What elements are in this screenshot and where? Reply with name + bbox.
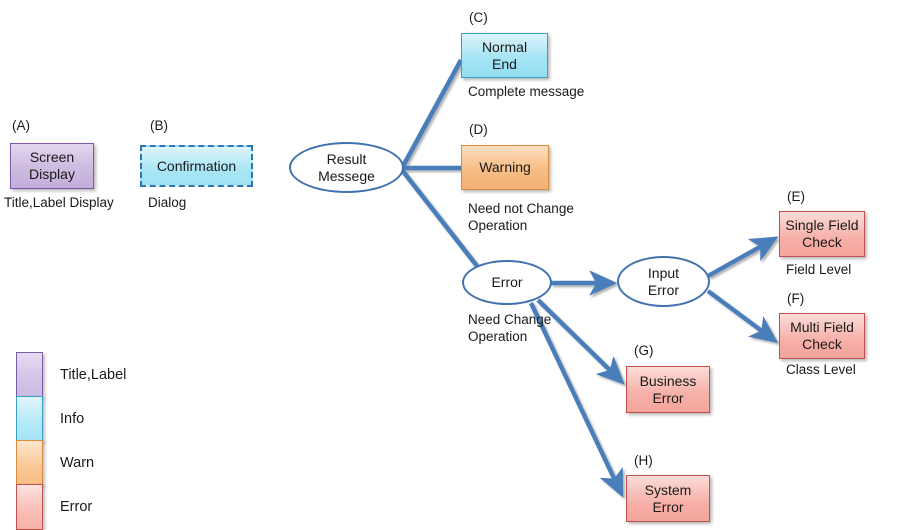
- legend-item-warn: Warn: [16, 440, 94, 486]
- node-tag-e: (E): [787, 189, 805, 204]
- info-swatch: [16, 396, 43, 442]
- node-business-error-label: Business Error: [639, 372, 697, 406]
- legend-item-error: Error: [16, 484, 92, 530]
- node-system-error-label: System Error: [644, 481, 692, 515]
- node-business-error[interactable]: Business Error: [626, 366, 710, 413]
- node-screen-display-label: Screen Display: [29, 149, 75, 182]
- node-result-message-label: Result Messege: [318, 150, 375, 184]
- node-single-field-check[interactable]: Single Field Check: [779, 211, 865, 257]
- legend-item-title-label: Title,Label: [16, 352, 126, 398]
- node-error[interactable]: Error: [462, 260, 552, 305]
- node-warning[interactable]: Warning: [461, 145, 549, 190]
- node-tag-f: (F): [787, 291, 805, 306]
- caption-warning: Need not Change Operation: [468, 201, 574, 234]
- warn-swatch: [16, 440, 43, 486]
- caption-screen-display: Title,Label Display: [4, 195, 114, 210]
- node-tag-d: (D): [469, 122, 488, 137]
- node-tag-c: (C): [469, 10, 488, 25]
- node-tag-h: (H): [634, 453, 653, 468]
- node-screen-display[interactable]: Screen Display: [10, 143, 94, 189]
- node-normal-end-label: Normal End: [481, 38, 528, 72]
- legend-label-warn: Warn: [60, 455, 95, 471]
- node-system-error[interactable]: System Error: [626, 475, 710, 522]
- caption-normal-end: Complete message: [468, 84, 585, 99]
- node-warning-label: Warning: [479, 159, 531, 176]
- caption-multi-field-check: Class Level: [786, 362, 856, 377]
- node-confirmation-label: Confirmation: [156, 157, 237, 174]
- edge-input-error-to-multi-field-check: [706, 289, 779, 344]
- legend-item-info: Info: [16, 396, 84, 442]
- caption-confirmation: Dialog: [148, 195, 187, 210]
- node-tag-a: (A): [12, 118, 30, 133]
- node-multi-field-check[interactable]: Multi Field Check: [779, 313, 865, 359]
- legend-label-title-label: Title,Label: [60, 367, 127, 383]
- node-error-label: Error: [491, 274, 523, 291]
- edge-input-error-to-single-field-check: [706, 236, 779, 278]
- node-single-field-check-label: Single Field Check: [785, 217, 859, 250]
- edge-result-to-normal-end: [399, 58, 464, 170]
- node-input-error-label: Input Error: [647, 264, 680, 298]
- title-label-swatch: [16, 352, 43, 398]
- legend-label-error: Error: [60, 499, 93, 515]
- node-input-error[interactable]: Input Error: [617, 256, 710, 307]
- caption-single-field-check: Field Level: [786, 262, 852, 277]
- node-result-message[interactable]: Result Messege: [289, 142, 404, 193]
- node-tag-b: (B): [150, 118, 168, 133]
- legend-label-info: Info: [60, 411, 85, 427]
- node-normal-end[interactable]: Normal End: [461, 33, 548, 78]
- caption-error: Need Change Operation: [468, 312, 552, 345]
- node-multi-field-check-label: Multi Field Check: [790, 319, 854, 352]
- node-confirmation[interactable]: Confirmation: [140, 145, 253, 187]
- error-swatch: [16, 484, 43, 530]
- node-tag-g: (G): [634, 343, 654, 358]
